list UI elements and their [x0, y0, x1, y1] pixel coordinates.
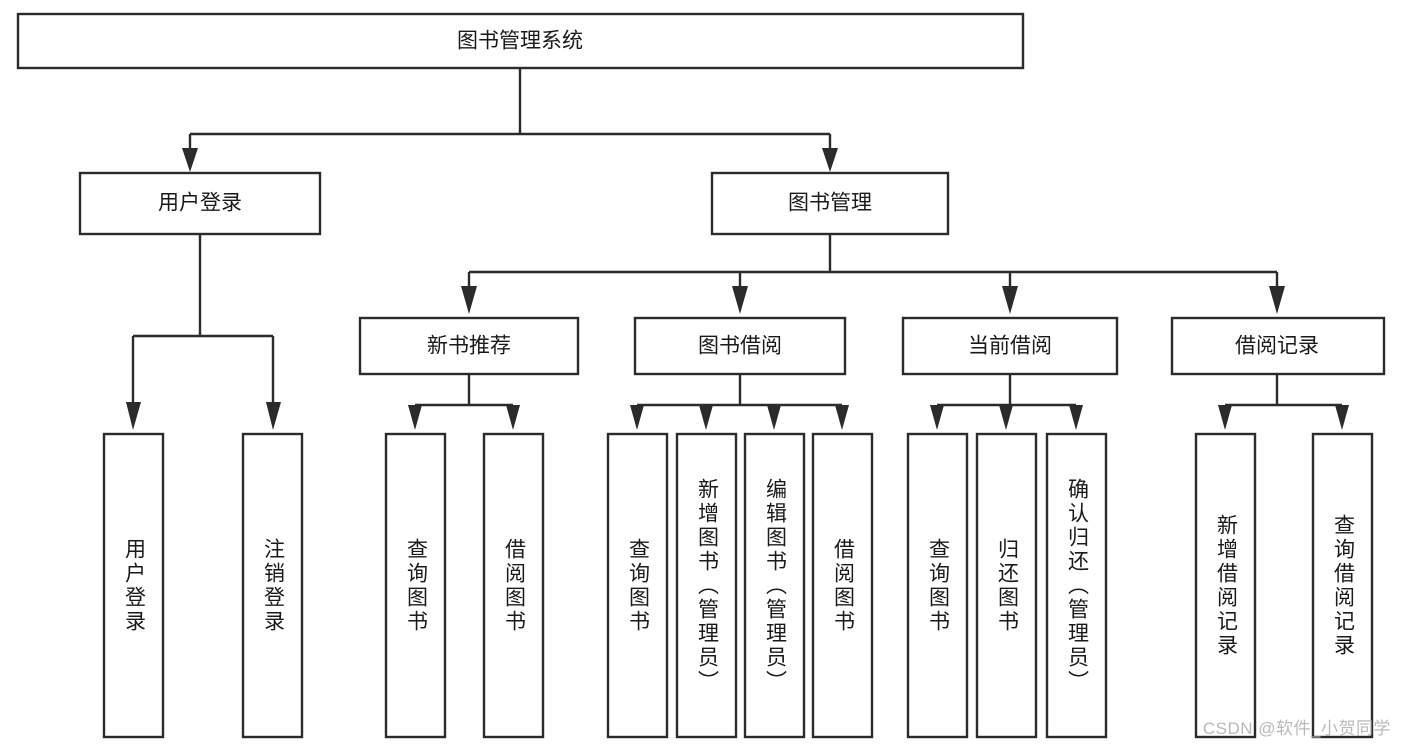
- node-leaf-query-book-3-box[interactable]: [906, 432, 969, 739]
- node-user-login-label: 用户登录: [158, 192, 242, 215]
- connector-group-new-book-to-leaves: [408, 374, 520, 430]
- node-borrow-record[interactable]: 借阅记录: [1170, 316, 1386, 376]
- node-leaf-add-borrow-record[interactable]: 新增借阅记录: [1194, 432, 1257, 739]
- connector-group-root-to-level2: [182, 68, 838, 172]
- node-book-manage-label: 图书管理: [788, 192, 872, 215]
- node-leaf-edit-book-admin[interactable]: 编辑图书（管理员）: [743, 432, 806, 739]
- node-root-box[interactable]: [16, 12, 1025, 70]
- node-book-borrow-box[interactable]: [633, 316, 847, 376]
- node-leaf-query-book-3[interactable]: 查询图书: [906, 432, 969, 739]
- node-leaf-return-book-box[interactable]: [975, 432, 1038, 739]
- node-leaf-confirm-return-admin[interactable]: 确认归还（管理员）: [1045, 432, 1108, 739]
- node-leaf-add-borrow-record-box[interactable]: [1194, 432, 1257, 739]
- arrow-head-leaf-query-book-1: [408, 405, 422, 430]
- node-leaf-return-book[interactable]: 归还图书: [975, 432, 1038, 739]
- node-user-login[interactable]: 用户登录: [78, 171, 322, 236]
- arrow-head-new-book: [461, 286, 477, 314]
- node-leaf-query-book-1-label: 查询图书: [405, 538, 429, 634]
- node-leaf-query-borrow-record-label: 查询借阅记录: [1332, 514, 1356, 658]
- arrow-head-current-borrow: [1002, 286, 1018, 314]
- node-leaf-logout-login-box[interactable]: [241, 432, 304, 739]
- node-leaf-query-borrow-record[interactable]: 查询借阅记录: [1311, 432, 1374, 739]
- node-leaf-logout-login-label: 注销登录: [262, 538, 286, 634]
- arrow-head-borrow-record: [1269, 286, 1285, 314]
- node-book-borrow[interactable]: 图书借阅: [633, 316, 847, 376]
- arrow-head-leaf-query-borrow-record: [1335, 405, 1349, 430]
- node-leaf-query-book-2[interactable]: 查询图书: [606, 432, 669, 739]
- node-leaf-borrow-book-1[interactable]: 借阅图书: [482, 432, 545, 739]
- node-root-label: 图书管理系统: [457, 30, 583, 53]
- node-leaf-query-book-2-label: 查询图书: [627, 538, 651, 634]
- connector-group-user-login-to-leaves: [126, 234, 281, 430]
- node-leaf-user-login-label: 用户登录: [123, 538, 147, 634]
- connector-group-current-borrow-to-leaves: [930, 374, 1083, 430]
- arrow-head-leaf-borrow-book-2: [835, 405, 849, 430]
- arrow-head-leaf-add-book-admin: [699, 405, 713, 430]
- node-leaf-query-book-2-box[interactable]: [606, 432, 669, 739]
- connector-group-book-manage-to-level3: [461, 234, 1285, 314]
- node-leaf-logout-login[interactable]: 注销登录: [241, 432, 304, 739]
- node-leaf-add-borrow-record-label: 新增借阅记录: [1215, 514, 1239, 658]
- node-leaf-edit-book-admin-label: 编辑图书（管理员）: [764, 478, 788, 694]
- connector-group-book-borrow-to-leaves: [630, 374, 849, 430]
- arrow-head-book-borrow: [732, 286, 748, 314]
- arrow-head-user-login: [182, 148, 198, 172]
- node-leaf-user-login[interactable]: 用户登录: [102, 432, 165, 739]
- connector-group-borrow-record-to-leaves: [1218, 374, 1349, 430]
- node-current-borrow[interactable]: 当前借阅: [901, 316, 1119, 376]
- arrow-head-book-manage: [822, 148, 838, 172]
- node-borrow-record-label: 借阅记录: [1235, 335, 1319, 358]
- node-current-borrow-label: 当前借阅: [968, 335, 1052, 358]
- arrow-head-leaf-user-login: [126, 402, 141, 430]
- node-new-book-recommend-box[interactable]: [358, 316, 580, 376]
- arrow-head-leaf-query-book-3: [930, 405, 944, 430]
- node-leaf-user-login-box[interactable]: [102, 432, 165, 739]
- arrow-head-leaf-logout: [266, 402, 281, 430]
- node-leaf-confirm-return-admin-label: 确认归还（管理员）: [1066, 478, 1090, 694]
- node-leaf-borrow-book-2-box[interactable]: [811, 432, 874, 739]
- arrow-head-leaf-borrow-book-1: [506, 405, 520, 430]
- node-root[interactable]: 图书管理系统: [16, 12, 1025, 70]
- arrow-head-leaf-return-book: [999, 405, 1013, 430]
- node-leaf-borrow-book-1-box[interactable]: [482, 432, 545, 739]
- arrow-head-leaf-query-book-2: [630, 405, 644, 430]
- node-leaf-add-book-admin[interactable]: 新增图书（管理员）: [675, 432, 738, 739]
- arrow-head-leaf-add-borrow-record: [1218, 405, 1232, 430]
- node-leaf-query-borrow-record-box[interactable]: [1311, 432, 1374, 739]
- node-leaf-borrow-book-2-label: 借阅图书: [832, 538, 856, 634]
- node-leaf-add-book-admin-box[interactable]: [675, 432, 738, 739]
- arrow-head-leaf-confirm-return: [1069, 405, 1083, 430]
- node-book-manage-box[interactable]: [710, 171, 950, 236]
- node-leaf-borrow-book-1-label: 借阅图书: [503, 538, 527, 634]
- node-leaf-confirm-return-admin-box[interactable]: [1045, 432, 1108, 739]
- node-book-borrow-label: 图书借阅: [698, 335, 782, 358]
- node-new-book-recommend[interactable]: 新书推荐: [358, 316, 580, 376]
- node-leaf-query-book-3-label: 查询图书: [927, 538, 951, 634]
- node-leaf-edit-book-admin-box[interactable]: [743, 432, 806, 739]
- node-leaf-return-book-label: 归还图书: [996, 538, 1020, 634]
- node-leaf-query-book-1-box[interactable]: [384, 432, 447, 739]
- node-current-borrow-box[interactable]: [901, 316, 1119, 376]
- node-new-book-recommend-label: 新书推荐: [427, 335, 511, 358]
- node-borrow-record-box[interactable]: [1170, 316, 1386, 376]
- arrow-head-leaf-edit-book-admin: [767, 405, 781, 430]
- node-book-manage[interactable]: 图书管理: [710, 171, 950, 236]
- node-user-login-box[interactable]: [78, 171, 322, 236]
- node-leaf-query-book-1[interactable]: 查询图书: [384, 432, 447, 739]
- node-leaf-borrow-book-2[interactable]: 借阅图书: [811, 432, 874, 739]
- node-leaf-add-book-admin-label: 新增图书（管理员）: [696, 478, 720, 694]
